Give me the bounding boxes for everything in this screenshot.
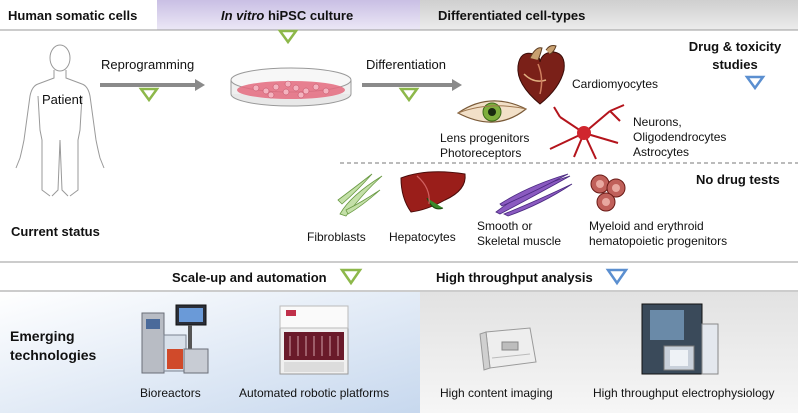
header-hipsc-culture: In vitro hiPSC culture bbox=[221, 8, 353, 23]
no-drug-tests-label: No drug tests bbox=[696, 172, 780, 187]
neuron-icon bbox=[549, 104, 625, 160]
drug-toxicity-label: Drug & toxicity studies bbox=[680, 38, 790, 74]
myeloid-cells-icon bbox=[590, 174, 626, 212]
header-band-gray bbox=[420, 0, 798, 30]
drug-line1: Drug & toxicity bbox=[688, 39, 782, 54]
muscle-label: Smooth or Skeletal muscle bbox=[477, 219, 561, 249]
electrophysiology-label: High throughput electrophysiology bbox=[593, 386, 775, 400]
robotic-platform-icon bbox=[279, 305, 349, 375]
liver-icon bbox=[400, 171, 466, 213]
muscle-line1: Smooth or bbox=[477, 219, 533, 233]
drug-line2: studies bbox=[712, 57, 758, 72]
myeloid-line2: hematopoietic progenitors bbox=[589, 234, 728, 248]
eye-icon bbox=[456, 100, 528, 123]
bioreactors-label: Bioreactors bbox=[140, 386, 201, 400]
neurons-line1: Neurons, bbox=[633, 115, 682, 129]
lens-line1: Lens progenitors bbox=[440, 131, 530, 145]
lens-label: Lens progenitors Photoreceptors bbox=[440, 131, 529, 161]
scaleup-green-triangle-icon bbox=[339, 268, 363, 286]
emerging-line2: technologies bbox=[10, 347, 97, 363]
header-in-vitro: In vitro bbox=[221, 8, 265, 23]
muscle-icon bbox=[495, 173, 573, 217]
header-culture-rest: hiPSC culture bbox=[264, 8, 354, 23]
neurons-label: Neurons, Oligodendrocytes Astrocytes bbox=[633, 115, 726, 160]
emerging-technologies-label: Emerging technologies bbox=[10, 327, 96, 365]
bioreactor-icon bbox=[141, 304, 209, 374]
patient-label: Patient bbox=[42, 92, 83, 107]
current-status-label: Current status bbox=[11, 224, 100, 239]
header-band-purple bbox=[157, 0, 420, 30]
muscle-line2: Skeletal muscle bbox=[477, 234, 562, 248]
cardiomyocytes-label: Cardiomyocytes bbox=[572, 77, 659, 91]
imaging-label: High content imaging bbox=[440, 386, 553, 400]
scaleup-band bbox=[0, 263, 798, 291]
fibroblast-icon bbox=[337, 173, 383, 217]
heart-icon bbox=[517, 45, 565, 105]
scaleup-label: Scale-up and automation bbox=[172, 270, 327, 285]
differentiation-green-triangle-icon bbox=[398, 87, 420, 103]
header-green-triangle-icon bbox=[277, 29, 299, 45]
differentiation-label: Differentiation bbox=[366, 57, 446, 72]
imaging-device-icon bbox=[479, 327, 537, 371]
emerging-line1: Emerging bbox=[10, 328, 75, 344]
neurons-line2: Oligodendrocytes bbox=[633, 130, 727, 144]
electrophysiology-device-icon bbox=[641, 303, 719, 375]
hepatocytes-label: Hepatocytes bbox=[389, 230, 456, 244]
myeloid-line1: Myeloid and erythroid bbox=[589, 219, 704, 233]
reprogramming-arrowhead-icon bbox=[195, 79, 205, 91]
drug-blue-triangle-icon bbox=[744, 75, 766, 91]
myeloid-label: Myeloid and erythroid hematopoietic prog… bbox=[589, 219, 727, 249]
header-differentiated: Differentiated cell-types bbox=[438, 8, 586, 23]
header-somatic-cells: Human somatic cells bbox=[8, 8, 138, 23]
throughput-label: High throughput analysis bbox=[436, 270, 593, 285]
reprogramming-green-triangle-icon bbox=[138, 87, 160, 103]
throughput-blue-triangle-icon bbox=[605, 268, 629, 286]
lens-line2: Photoreceptors bbox=[440, 146, 522, 160]
petri-dish-icon bbox=[230, 67, 352, 107]
patient-body-icon bbox=[15, 44, 105, 197]
differentiation-arrowhead-icon bbox=[452, 79, 462, 91]
neurons-line3: Astrocytes bbox=[633, 145, 690, 159]
fibroblasts-label: Fibroblasts bbox=[307, 230, 366, 244]
robotic-label: Automated robotic platforms bbox=[239, 386, 390, 400]
header-band-left bbox=[0, 0, 157, 30]
reprogramming-label: Reprogramming bbox=[101, 57, 195, 72]
bottom-panel-left bbox=[0, 292, 420, 413]
